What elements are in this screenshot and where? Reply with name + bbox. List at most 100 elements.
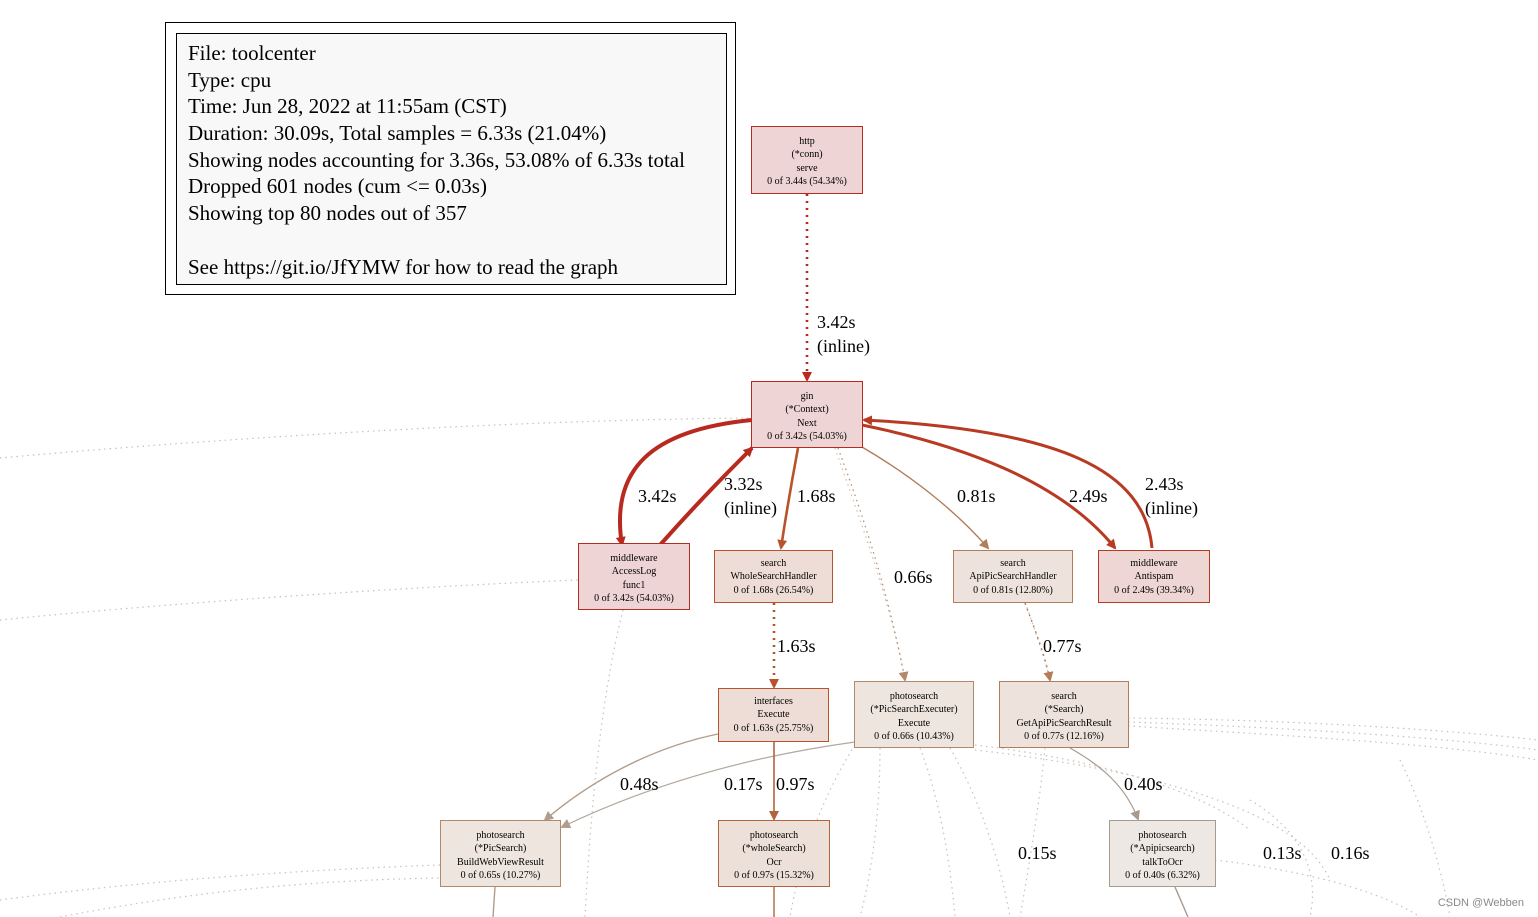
node-text-line: 0 of 3.42s (54.03%) [767, 431, 847, 443]
node-text-line: photosearch [749, 830, 799, 841]
node-text-line: (*wholeSearch) [742, 843, 806, 855]
edge-label-lower-c: 0.16s [1331, 843, 1370, 863]
node-text-line: middleware [1130, 558, 1178, 569]
edge-label-executer-buildwebview: 0.17s [724, 774, 763, 794]
legend-duration: Duration: 30.09s, Total samples = 6.33s … [188, 121, 607, 146]
edge-apipic-to-getapi [1024, 602, 1054, 682]
edge-label-line: 0.16s [1331, 843, 1370, 863]
node-text-line: 0 of 0.77s (12.16%) [1024, 731, 1104, 743]
edge-label-accesslog-gin: 3.32s (inline) [724, 474, 777, 519]
edge-label-line: 0.40s [1124, 774, 1163, 794]
legend-blank [188, 227, 726, 254]
node-text-line: http [799, 136, 815, 147]
node-text-line: search [760, 558, 787, 569]
edge-label-line: (inline) [724, 498, 777, 519]
edge-label-lower-b: 0.13s [1263, 843, 1302, 863]
edge-label-apipic-getapi: 0.77s [1043, 636, 1082, 656]
node-text-line: 0 of 1.68s (26.54%) [733, 584, 814, 596]
edge-label-line: 2.43s [1145, 474, 1184, 494]
edge-executer-to-buildwebview [560, 741, 856, 829]
node-text-line: ApiPicSearchHandler [969, 571, 1057, 583]
edge-gin-to-accesslog [615, 418, 753, 547]
node-text-line: Ocr [766, 856, 782, 868]
edge-label-interfaces-buildwebview: 0.48s [620, 774, 659, 794]
edge-label-line: 0.13s [1263, 843, 1302, 863]
main-edges [492, 194, 1189, 917]
edge-label-interfaces-ocr: 0.97s [776, 774, 815, 794]
edge-label-line: (inline) [1145, 498, 1198, 519]
node-text-line: search [1051, 691, 1077, 702]
node-text-line: (*PicSearch) [474, 843, 527, 855]
node-text-line: (*PicSearchExecuter) [870, 704, 958, 716]
node-text-line: gin [800, 391, 814, 402]
node-photosearch-buildwebviewresult[interactable]: photosearch (*PicSearch)BuildWebViewResul… [440, 820, 561, 887]
edge-label-line: 0.15s [1018, 843, 1057, 863]
legend-top-nodes: Showing top 80 nodes out of 357 [188, 201, 467, 226]
edge-getapi-to-talktoocr [1069, 747, 1140, 821]
node-text-line: BuildWebViewResult [457, 856, 544, 868]
edge-label-gin-apipic: 0.81s [957, 486, 996, 506]
node-text-line: Execute [757, 709, 790, 721]
edge-label-line: 1.63s [777, 636, 816, 656]
node-text-line: talkToOcr [1142, 856, 1183, 868]
node-text-line: func1 [622, 579, 646, 591]
graph-legend: File: toolcenter Type: cpu Time: Jun 28,… [176, 33, 727, 285]
watermark: CSDN @Webben [1437, 897, 1524, 909]
node-text-line: (*Search) [1044, 704, 1084, 716]
edge-label-gin-accesslog: 3.42s [638, 486, 677, 506]
node-text-line: GetApiPicSearchResult [1016, 717, 1112, 729]
edge-accesslog-to-gin [658, 446, 754, 547]
node-photosearch-wholesearch-ocr[interactable]: photosearch (*wholeSearch)Ocr 0 of 0.97s (… [718, 820, 830, 887]
edge-gin-to-wholesearch [777, 447, 800, 550]
node-text-line: middleware [610, 553, 658, 564]
node-text-line: (*Context) [785, 404, 829, 416]
node-text-line: 0 of 0.65s (10.27%) [460, 870, 541, 882]
edge-label-line: 0.77s [1043, 636, 1082, 656]
edge-label-line: 1.68s [797, 486, 836, 506]
edge-gin-to-executer [837, 447, 909, 682]
legend-help-link[interactable]: See https://git.io/JfYMW for how to read… [188, 254, 619, 279]
edge-gin-to-apipic [861, 446, 990, 550]
edge-label-line: 3.42s [638, 486, 677, 506]
edge-antispam-to-gin [862, 415, 1154, 549]
node-text-line: 0 of 2.49s (39.34%) [1114, 584, 1194, 596]
node-text-line: photosearch [889, 691, 939, 702]
node-text-line: photosearch [476, 830, 525, 841]
edge-label-gin-antispam: 2.49s [1069, 486, 1108, 506]
node-text-line: (*Apipicsearch) [1130, 843, 1195, 855]
legend-dropped: Dropped 601 nodes (cum <= 0.03s) [188, 174, 487, 199]
edge-label-line: 3.42s [817, 312, 856, 332]
edge-label-lower-a: 0.15s [1018, 843, 1057, 863]
node-text-line: 0 of 0.97s (15.32%) [734, 870, 814, 882]
node-text-line: AccessLog [611, 566, 657, 578]
edge-labels: 3.42s(inline) 3.42s 3.32s(inline) 1.68s … [620, 312, 1370, 863]
legend-file: File: toolcenter [188, 41, 316, 65]
node-text-line: 0 of 3.42s (54.03%) [594, 593, 674, 605]
edge-label-gin-executer: 0.66s [894, 567, 933, 587]
node-text-line: 0 of 0.81s (12.80%) [973, 584, 1053, 596]
legend-time: Time: Jun 28, 2022 at 11:55am (CST) [188, 94, 507, 119]
edge-label-wholesearch-interfaces: 1.63s [777, 636, 816, 656]
node-text-line: 0 of 0.40s (6.32%) [1125, 870, 1200, 882]
edge-gin-to-antispam [861, 423, 1117, 550]
edge-interfaces-to-buildwebview [543, 733, 719, 822]
edge-label-antispam-gin: 2.43s (inline) [1145, 474, 1198, 519]
background-dotted-edges [0, 417, 1538, 917]
edge-label-line: 3.32s [724, 474, 763, 494]
node-text-line: Execute [897, 717, 931, 729]
node-text-line: Antispam [1134, 571, 1174, 583]
node-search-getapipicsearchresult[interactable]: search (*Search)GetApiPicSearchResult 0 of… [999, 681, 1129, 748]
node-text-line: (*conn) [791, 149, 823, 161]
edge-label-line: 0.81s [957, 486, 996, 506]
edge-label-http-gin: 3.42s(inline) [817, 312, 870, 357]
edge-label-line: 2.49s [1069, 486, 1108, 506]
